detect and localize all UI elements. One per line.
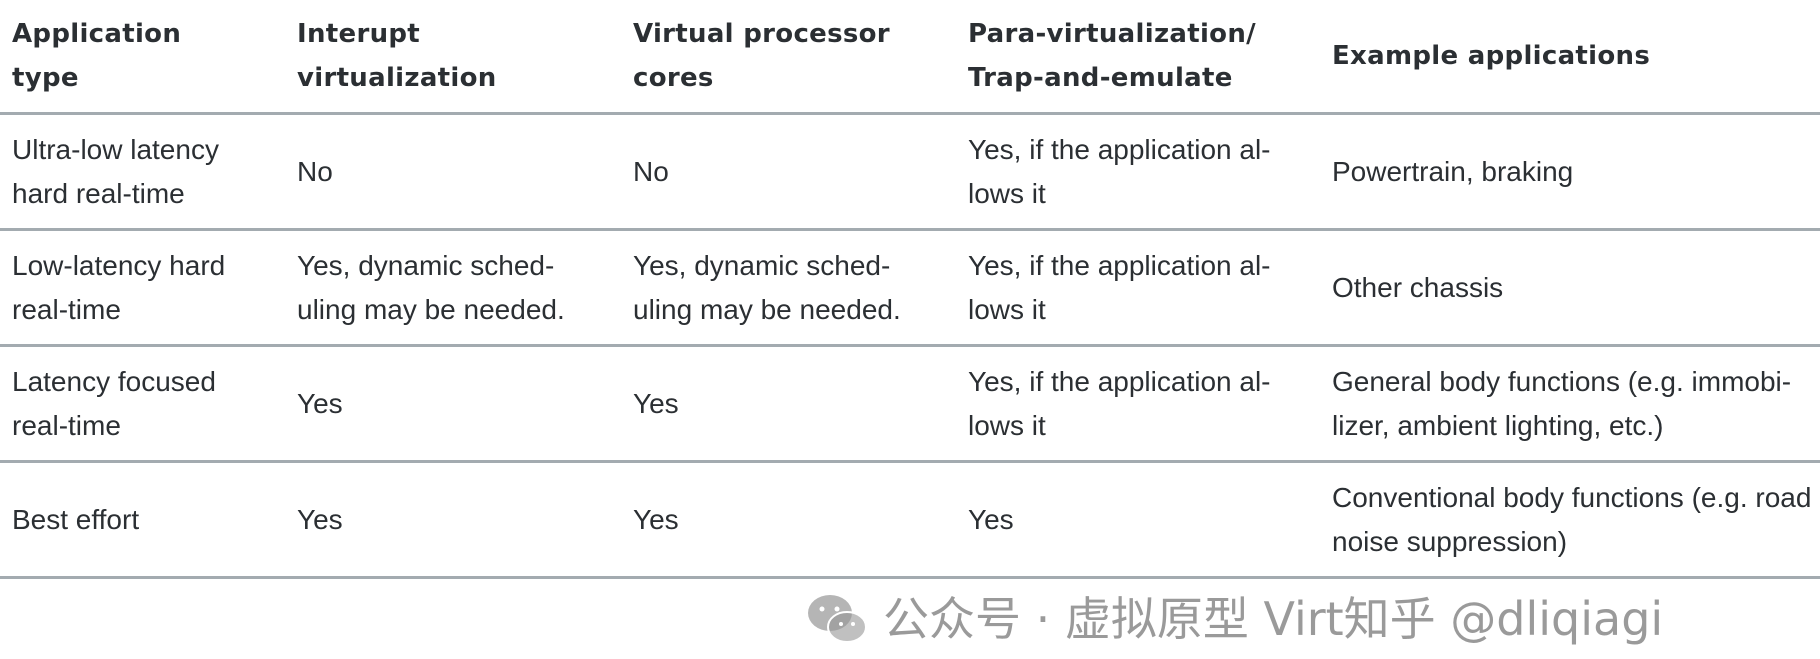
virtualization-table: Application type Interupt virtualization…	[0, 0, 1820, 579]
table-row: Ultra-low latency hard real-time No No Y…	[0, 113, 1820, 231]
table-cell: Yes	[285, 345, 621, 463]
table-cell: Yes, dynamic sched- uling may be needed.	[621, 229, 956, 347]
table-cell: Best effort	[0, 461, 285, 579]
watermark-text: 公众号 · 虚拟原型 Virt知乎 @dliqiagi	[883, 592, 1664, 646]
table-cell: Yes, if the application al- lows it	[956, 113, 1320, 231]
table-cell: Yes	[621, 461, 956, 579]
table-cell: Ultra-low latency hard real-time	[0, 113, 285, 231]
watermark: 公众号 · 虚拟原型 Virt知乎 @dliqiagi	[805, 589, 1820, 649]
header-application-type: Application type	[0, 0, 285, 115]
table-cell: Yes, dynamic sched- uling may be needed.	[285, 229, 621, 347]
header-interrupt-virtualization: Interupt virtualization	[285, 0, 621, 115]
table-cell: Yes	[621, 345, 956, 463]
table-cell: No	[285, 113, 621, 231]
header-row: Application type Interupt virtualization…	[0, 0, 1820, 115]
header-example-applications: Example applications	[1320, 0, 1820, 115]
wechat-icon	[808, 595, 867, 643]
table-cell: Latency focused real-time	[0, 345, 285, 463]
table-cell: Yes	[285, 461, 621, 579]
table-cell: Powertrain, braking	[1320, 113, 1820, 231]
table-row: Low-latency hard real-time Yes, dynamic …	[0, 229, 1820, 347]
table-cell: Other chassis	[1320, 229, 1820, 347]
header-virtual-processor-cores: Virtual processor cores	[621, 0, 956, 115]
table-row: Best effort Yes Yes Yes Conventional bod…	[0, 461, 1820, 579]
table-cell: Conventional body functions (e.g. road n…	[1320, 461, 1820, 579]
table-cell: Low-latency hard real-time	[0, 229, 285, 347]
table-cell: Yes, if the application al- lows it	[956, 345, 1320, 463]
header-para-virtualization: Para-virtualization/ Trap-and-emulate	[956, 0, 1320, 115]
table-row: Latency focused real-time Yes Yes Yes, i…	[0, 345, 1820, 463]
table-cell: General body functions (e.g. immobi- liz…	[1320, 345, 1820, 463]
table-cell: No	[621, 113, 956, 231]
table-cell: Yes, if the application al- lows it	[956, 229, 1320, 347]
table-cell: Yes	[956, 461, 1320, 579]
